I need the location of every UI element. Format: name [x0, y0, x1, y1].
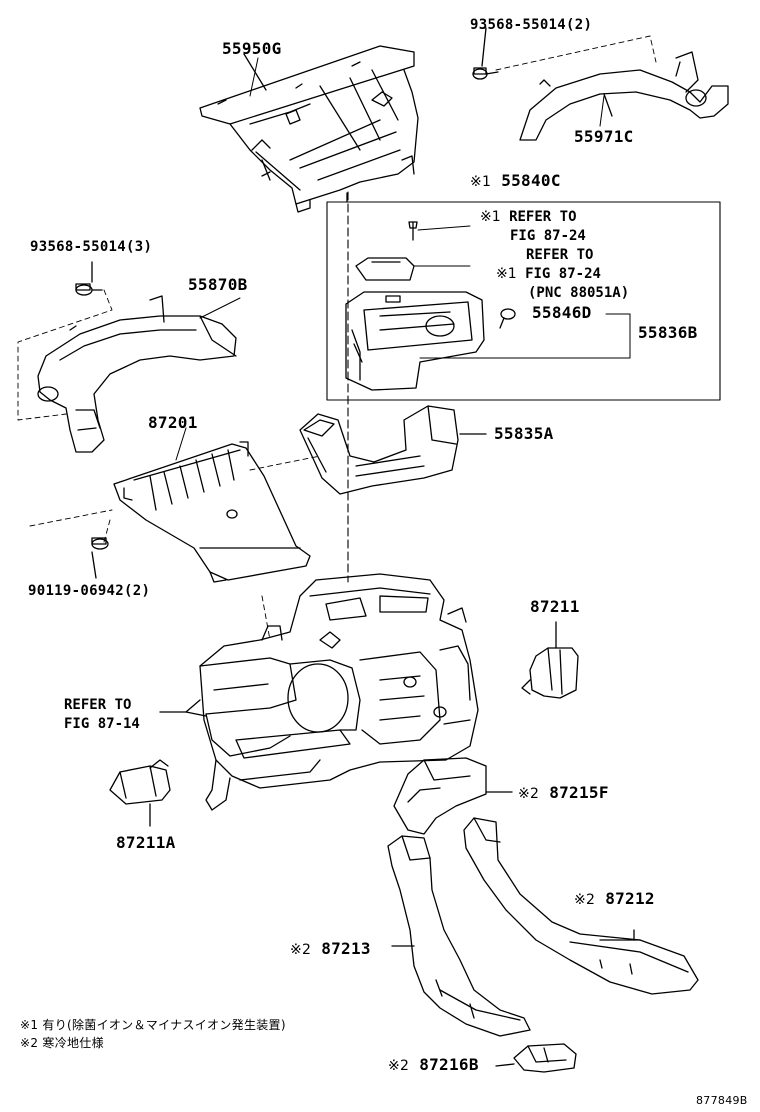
leader-dashed-87201 [29, 455, 321, 641]
duct-55870B [37, 295, 237, 453]
note-mark-ref1: ※1 [480, 209, 501, 225]
footnote-2: ※2 寒冷地仕様 [20, 1036, 104, 1050]
duct-87211A [109, 759, 171, 827]
bracket-55836B [419, 313, 631, 359]
duct-55835A [299, 405, 487, 495]
label-87201: 87201 [148, 413, 198, 432]
leader-dashed-55870B [17, 289, 113, 421]
refer-fig-87-14: FIG 87-14 [64, 716, 140, 732]
refer-pnc: (PNC 88051A) [528, 285, 630, 301]
refer-fig-b: FIG 87-24 [525, 266, 601, 282]
label-55840C-text: 55840C [501, 171, 561, 190]
label-90119: 90119-06942(2) [28, 583, 151, 599]
cover-87201 [113, 441, 311, 583]
refer-fig-a: FIG 87-24 [510, 228, 586, 244]
label-87213: ※2 87213 [290, 940, 371, 959]
label-55840C: ※1 55840C [470, 172, 561, 191]
ion-generator-part [355, 221, 471, 281]
hvac-unit [159, 573, 479, 811]
label-55870B: 55870B [188, 275, 248, 294]
duct-87213 [387, 835, 531, 1037]
label-87211A: 87211A [116, 833, 176, 852]
leader-dashed-93568 [495, 35, 657, 71]
duct-87211 [521, 621, 579, 699]
footnote-1: ※1 有り(除菌イオン＆マイナスイオン発生装置) [20, 1018, 286, 1032]
duct-87212 [463, 817, 699, 995]
label-87216B-text: 87216B [419, 1055, 479, 1074]
refer-fig-87-24-b: ※1 FIG 87-24 [496, 265, 601, 284]
sub-assembly-box [326, 201, 721, 401]
screw-93568-left [75, 261, 103, 296]
note-mark-2b: ※2 [574, 892, 596, 908]
refer-label-a: REFER TO [509, 209, 577, 225]
refer-label-b: REFER TO [526, 247, 594, 263]
screw-93568-top [472, 27, 499, 80]
refer-label-c: REFER TO [64, 697, 132, 713]
figure-id: 877849B [696, 1094, 748, 1107]
label-87215F-text: 87215F [549, 783, 609, 802]
note-mark-1: ※1 [470, 174, 492, 190]
label-55950G: 55950G [222, 39, 282, 58]
label-87212: ※2 87212 [574, 890, 655, 909]
label-55971C: 55971C [574, 127, 634, 146]
label-87211: 87211 [530, 597, 580, 616]
screw-55846D [499, 308, 516, 329]
screw-90119 [91, 537, 109, 579]
label-55835A: 55835A [494, 424, 554, 443]
note-mark-ref2: ※1 [496, 266, 517, 282]
label-87213-text: 87213 [321, 939, 371, 958]
note-mark-2d: ※2 [388, 1058, 410, 1074]
label-87216B: ※2 87216B [388, 1056, 479, 1075]
label-93568-3: 93568-55014(3) [30, 239, 153, 255]
label-55846D: 55846D [532, 303, 592, 322]
label-87215F: ※2 87215F [518, 784, 609, 803]
label-55836B: 55836B [638, 323, 698, 342]
refer-fig-87-24-a: ※1 REFER TO [480, 208, 577, 227]
duct-87215F [393, 757, 513, 835]
defroster-nozzle-55950G [199, 45, 419, 213]
note-mark-2a: ※2 [518, 786, 540, 802]
note-mark-2c: ※2 [290, 942, 312, 958]
label-87212-text: 87212 [605, 889, 655, 908]
label-93568-2: 93568-55014(2) [470, 17, 593, 33]
blower-case-55836B [345, 291, 485, 391]
duct-55971C [519, 51, 729, 141]
duct-87216B [495, 1043, 577, 1073]
